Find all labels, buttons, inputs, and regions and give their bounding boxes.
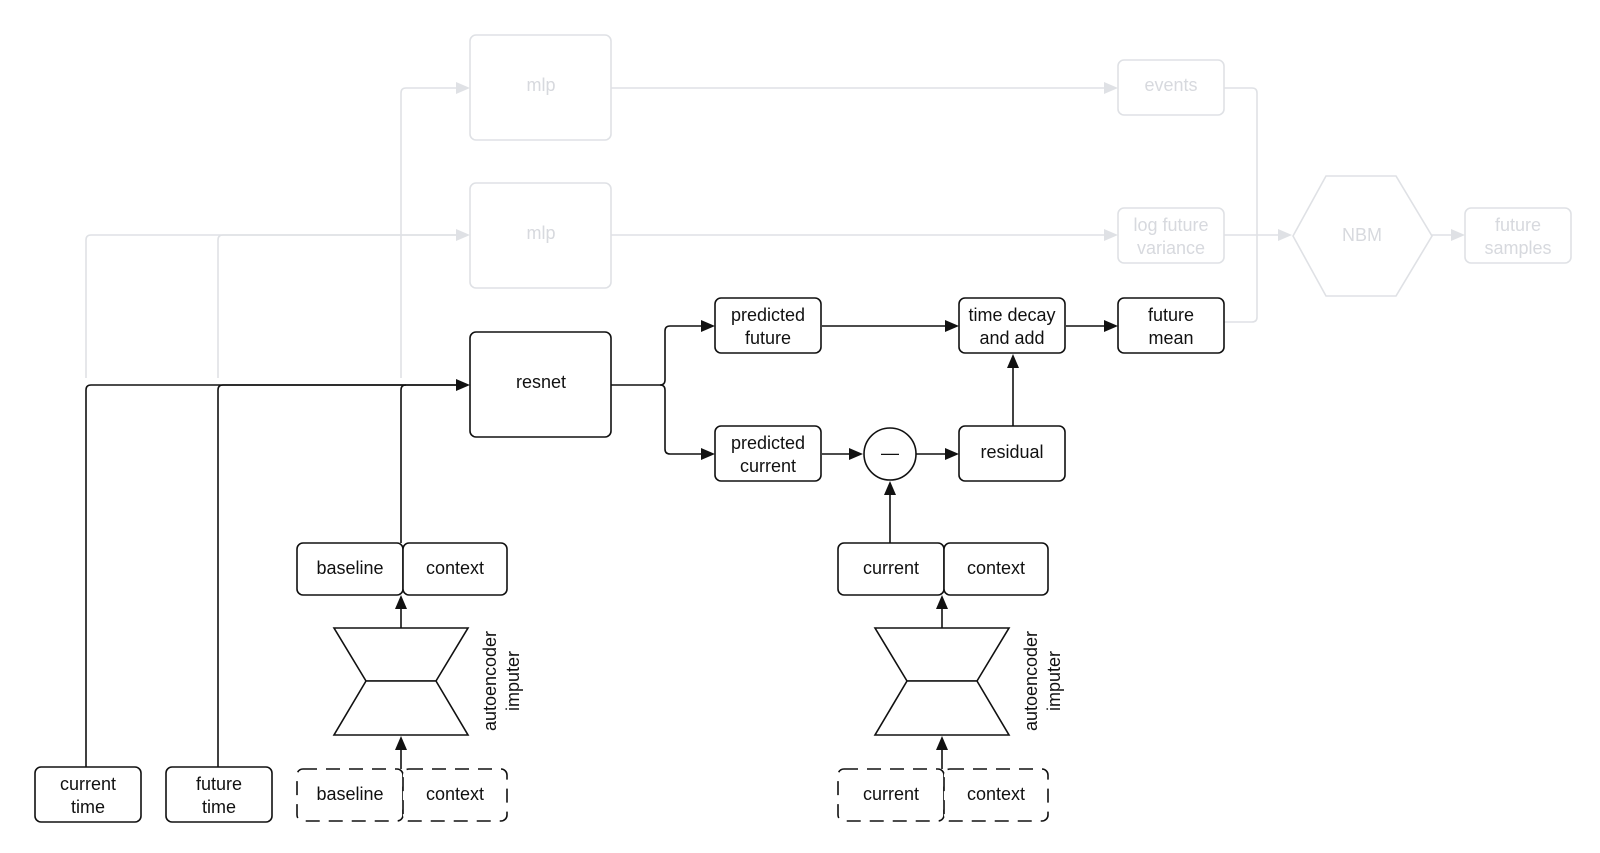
left-autoencoder-shape xyxy=(332,627,470,736)
log-future-variance-node: log future variance xyxy=(1117,207,1225,264)
arrowhead xyxy=(456,379,470,391)
edge-context-to-mlp-top xyxy=(400,87,456,378)
baseline-bottom-label: baseline xyxy=(316,784,383,804)
context-bottom-label-right: context xyxy=(967,784,1025,804)
baseline-top-label: baseline xyxy=(316,558,383,578)
predicted-future-line2: future xyxy=(745,328,791,348)
future-time-line2: time xyxy=(202,797,236,817)
arrowhead xyxy=(1104,82,1118,94)
events-node: events xyxy=(1117,59,1225,116)
nbm-node: NBM xyxy=(1292,175,1433,297)
future-samples-node: future samples xyxy=(1464,207,1572,264)
context-top-node-left: context xyxy=(402,542,508,596)
right-imputer-label-line2: imputer xyxy=(1044,651,1064,711)
minus-operator-label: — xyxy=(881,443,899,463)
arrowhead xyxy=(1451,229,1465,241)
current-time-node: current time xyxy=(34,766,142,823)
edge-current-time-to-resnet xyxy=(85,384,456,767)
edge-outputs-merge xyxy=(1224,87,1258,323)
mlp-mid-label: mlp xyxy=(526,223,555,243)
mlp-mid-node: mlp xyxy=(469,182,612,289)
minus-operator-node: — xyxy=(863,427,917,481)
arrowhead xyxy=(936,595,948,609)
left-imputer-label-line1: autoencoder xyxy=(480,631,500,731)
arrowhead xyxy=(936,736,948,750)
edge-to-predicted-future xyxy=(659,325,701,386)
arrowhead xyxy=(395,736,407,750)
future-samples-line2: samples xyxy=(1484,238,1551,258)
baseline-bottom-node: baseline xyxy=(296,768,404,822)
arrowhead xyxy=(701,448,715,460)
edge-future-time-to-mlp xyxy=(217,234,456,378)
residual-node: residual xyxy=(958,425,1066,482)
predicted-future-node: predicted future xyxy=(714,297,822,354)
arrowhead xyxy=(945,448,959,460)
arrowhead xyxy=(395,595,407,609)
arrowhead xyxy=(1104,229,1118,241)
faded-nodes: mlp mlp events log future variance NBM f… xyxy=(469,34,1572,297)
edge-current-time-to-mlp xyxy=(85,234,456,378)
time-decay-line1: time decay xyxy=(968,305,1055,325)
right-imputer-group: current context autoencoder imputer curr… xyxy=(837,542,1064,822)
resnet-label: resnet xyxy=(516,372,566,392)
events-label: events xyxy=(1144,75,1197,95)
time-decay-and-add-node: time decay and add xyxy=(958,297,1066,354)
predicted-current-node: predicted current xyxy=(714,425,822,482)
current-time-line1: current xyxy=(60,774,116,794)
dark-edges xyxy=(85,320,1118,769)
edge-to-predicted-current xyxy=(659,384,701,455)
arrowhead xyxy=(849,448,863,460)
edge-context-to-resnet xyxy=(400,384,407,543)
right-imputer-label-line1: autoencoder xyxy=(1021,631,1041,731)
future-mean-line1: future xyxy=(1148,305,1194,325)
context-top-label-right: context xyxy=(967,558,1025,578)
current-top-label: current xyxy=(863,558,919,578)
residual-label: residual xyxy=(980,442,1043,462)
mlp-top-node: mlp xyxy=(469,34,612,141)
arrowhead xyxy=(884,481,896,495)
predicted-future-line1: predicted xyxy=(731,305,805,325)
nbm-label: NBM xyxy=(1342,225,1382,245)
dark-nodes: resnet predicted future predicted curren… xyxy=(34,297,1225,823)
arrowhead xyxy=(1104,320,1118,332)
predicted-current-line1: predicted xyxy=(731,433,805,453)
edge-future-time-to-resnet xyxy=(217,384,456,767)
current-bottom-node: current xyxy=(837,768,945,822)
current-time-line2: time xyxy=(71,797,105,817)
faded-edges xyxy=(85,82,1465,378)
resnet-node: resnet xyxy=(469,331,612,438)
time-decay-line2: and add xyxy=(979,328,1044,348)
predicted-current-line2: current xyxy=(740,456,796,476)
context-bottom-node-left: context xyxy=(402,768,508,822)
arrowhead xyxy=(456,229,470,241)
future-time-node: future time xyxy=(165,766,273,823)
left-imputer-label-line2: imputer xyxy=(503,651,523,711)
context-bottom-label-left: context xyxy=(426,784,484,804)
right-autoencoder-shape xyxy=(873,627,1011,736)
baseline-top-node: baseline xyxy=(296,542,404,596)
context-top-label-left: context xyxy=(426,558,484,578)
arrowhead xyxy=(701,320,715,332)
mlp-top-label: mlp xyxy=(526,75,555,95)
log-future-variance-line1: log future xyxy=(1133,215,1208,235)
log-future-variance-line2: variance xyxy=(1137,238,1205,258)
future-samples-line1: future xyxy=(1495,215,1541,235)
current-top-node: current xyxy=(837,542,945,596)
context-bottom-node-right: context xyxy=(943,768,1049,822)
arrowhead xyxy=(1007,354,1019,368)
context-top-node-right: context xyxy=(943,542,1049,596)
future-mean-node: future mean xyxy=(1117,297,1225,354)
arrowhead xyxy=(945,320,959,332)
arrowhead xyxy=(1278,229,1292,241)
future-mean-line2: mean xyxy=(1148,328,1193,348)
arrowhead xyxy=(456,82,470,94)
current-bottom-label: current xyxy=(863,784,919,804)
future-time-line1: future xyxy=(196,774,242,794)
left-imputer-group: baseline context autoencoder imputer bas… xyxy=(296,542,523,822)
